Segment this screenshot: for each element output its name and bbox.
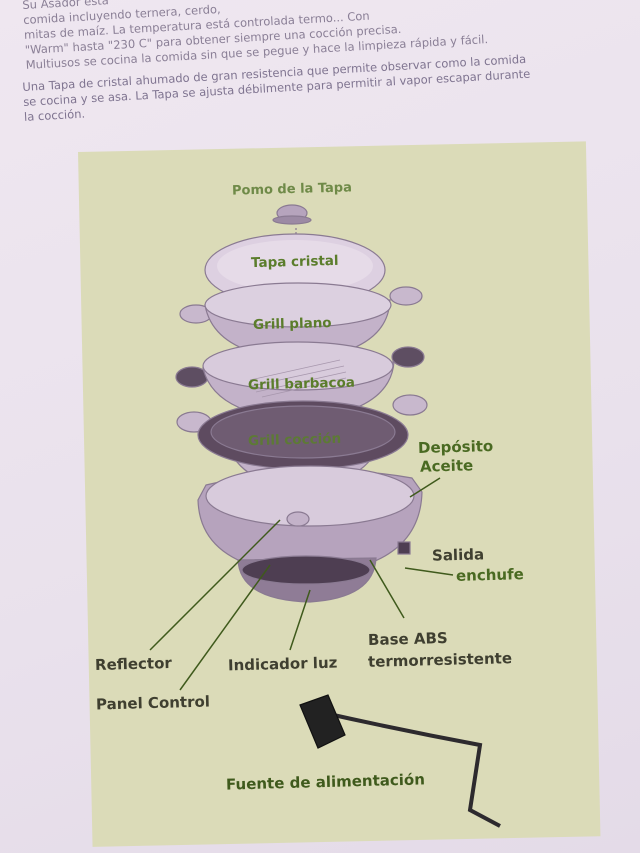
label-glass-lid: Tapa cristal	[250, 252, 339, 272]
label-outlet-1: Salida	[431, 545, 485, 565]
label-oil-tank-1: Depósito	[417, 437, 494, 457]
label-indicator: Indicador luz	[227, 653, 338, 675]
label-oil-tank-2: Aceite	[419, 456, 474, 476]
power-plug	[299, 694, 346, 749]
label-lid-knob: Pomo de la Tapa	[231, 180, 353, 199]
label-flat-grill: Grill plano	[252, 314, 332, 334]
label-control-panel: Panel Control	[95, 692, 211, 714]
leader-lines	[149, 477, 454, 691]
label-bbq-grill: Grill barbacoa	[247, 374, 356, 394]
label-base-1: Base ABS	[367, 628, 448, 650]
power-cord	[319, 710, 501, 828]
label-cooking-grill: Grill cocción	[247, 430, 342, 450]
label-base-2: termorresistente	[367, 649, 513, 671]
label-outlet-2: enchufe	[455, 565, 525, 585]
label-reflector: Reflector	[94, 653, 173, 675]
